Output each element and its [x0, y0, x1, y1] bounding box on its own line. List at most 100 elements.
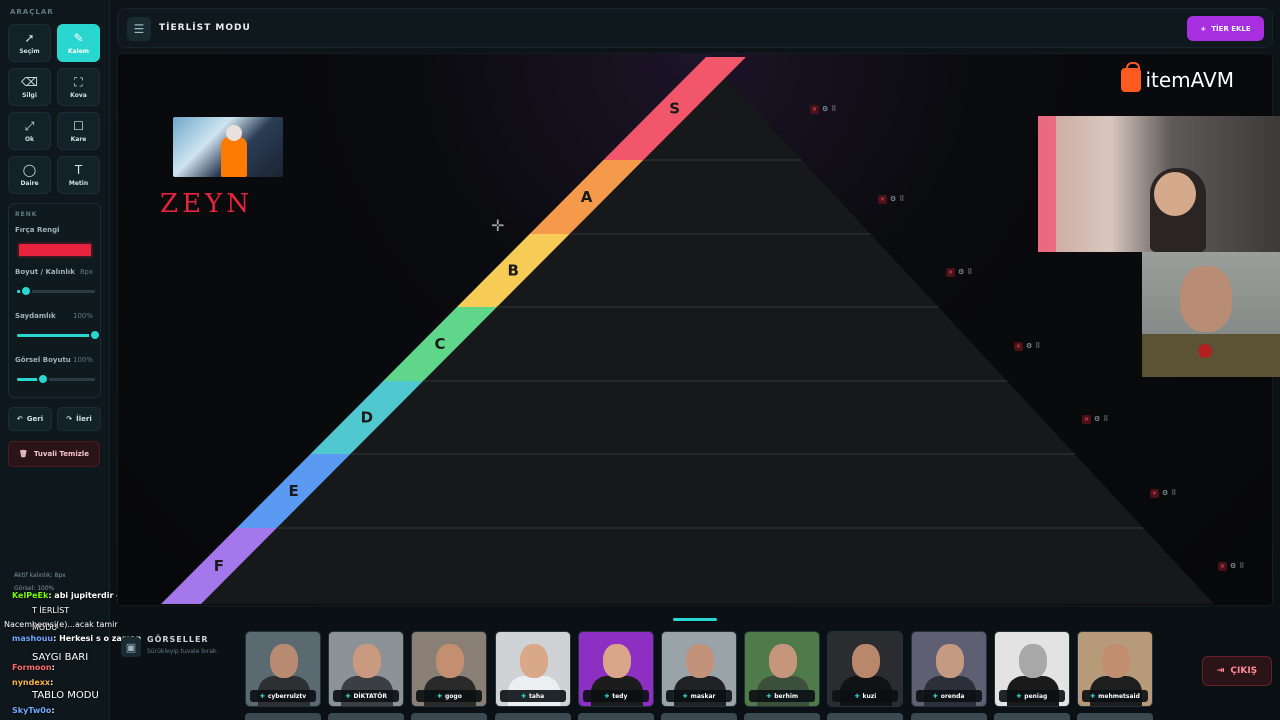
brush-settings-panel: RENK Fırça Rengi Boyut / Kalınlık 8px Sa… — [8, 203, 101, 398]
gallery-drag-handle[interactable] — [673, 618, 717, 621]
card-name: berhim — [774, 692, 799, 700]
gallery-card-next-row — [993, 713, 1070, 720]
tool-daire[interactable]: ◯ Daire — [8, 156, 51, 194]
tool-kova[interactable]: ⛶Kova — [57, 68, 100, 106]
card-figure-head — [686, 644, 714, 678]
tool-label: Daire — [20, 180, 39, 187]
tools-sidebar: ARAÇLAR ➚Seçim✎Kalem⌫Silgi⛶Kova⤢Ok☐Kare◯… — [0, 0, 110, 720]
gallery-card-di̇ktatör[interactable]: ✚DİKTATÖR — [328, 631, 405, 707]
opacity-slider-handle[interactable] — [89, 329, 101, 341]
tier-control-d: ×⚙⠿ — [1082, 414, 1108, 424]
remove-tier-icon[interactable]: × — [1014, 341, 1023, 351]
gallery-card-maskar[interactable]: ✚maskar — [661, 631, 737, 707]
card-label: ✚DİKTATÖR — [333, 690, 400, 702]
chat-message: T İERLİST — [2, 606, 69, 615]
remove-tier-icon[interactable]: × — [810, 104, 819, 114]
gallery-card-peniag[interactable]: ✚peniag — [993, 631, 1070, 707]
tool-ok[interactable]: ⤢Ok — [8, 112, 51, 150]
undo-button[interactable]: ↶ Geri — [8, 407, 52, 431]
tool-label: Kalem — [67, 48, 90, 55]
gallery-card-taha[interactable]: ✚taha — [494, 631, 571, 707]
active-thickness-info: Aktif kalınlık: 8px — [14, 572, 66, 579]
clear-canvas-button[interactable]: 🗑 Tuvali Temizle — [8, 441, 100, 467]
opacity-slider[interactable] — [17, 329, 101, 341]
card-label: ✚taha — [499, 690, 566, 702]
brush-color-swatch[interactable] — [17, 242, 93, 258]
circle-icon: ◯ — [22, 163, 37, 177]
settings-gear-icon[interactable]: ⚙ — [890, 195, 897, 203]
card-label: ✚peniag — [998, 690, 1065, 702]
chat-message: nyndexx: — [2, 678, 53, 687]
card-label: ✚cyberrulztv — [250, 690, 316, 702]
image-size-slider[interactable] — [17, 373, 95, 385]
list-icon[interactable]: ☰ — [127, 17, 151, 41]
gallery-card-berhim[interactable]: ✚berhim — [744, 631, 821, 707]
card-figure-head — [353, 644, 382, 678]
image-size-slider-handle[interactable] — [36, 373, 49, 385]
add-plus-icon: ✚ — [1016, 692, 1022, 700]
settings-gear-icon[interactable]: ⚙ — [1162, 489, 1169, 497]
brand-logo: itemAVM — [1121, 62, 1234, 92]
add-plus-icon: ✚ — [345, 692, 351, 700]
size-slider[interactable] — [17, 285, 95, 297]
remove-tier-icon[interactable]: × — [1150, 488, 1159, 498]
tool-seçim[interactable]: ➚Seçim — [8, 24, 51, 62]
gallery-card-mehmetsaid[interactable]: ✚mehmetsaid — [1077, 631, 1153, 707]
gallery-card-next-row — [1077, 713, 1153, 720]
settings-gear-icon[interactable]: ⚙ — [1230, 562, 1237, 570]
chat-message: MODU — [2, 623, 57, 632]
size-slider-handle[interactable] — [20, 285, 33, 297]
tier-stripe-e — [236, 454, 351, 528]
settings-gear-icon[interactable]: ⚙ — [958, 268, 965, 276]
image-gallery: ▣ GÖRSELLER Sürükleyip tuvale bırak. ✚cy… — [117, 615, 1280, 720]
remove-tier-icon[interactable]: × — [878, 194, 887, 204]
gallery-card-tedy[interactable]: ✚tedy — [577, 631, 654, 707]
tool-kare[interactable]: ☐Kare — [57, 112, 100, 150]
redo-label: İleri — [76, 415, 92, 423]
webcam-led-glow — [1038, 116, 1056, 252]
tool-silgi[interactable]: ⌫Silgi — [8, 68, 51, 106]
stream-thumbnail-image[interactable] — [173, 117, 283, 177]
drag-handle-icon[interactable]: ⠿ — [1035, 342, 1041, 350]
gallery-subtitle: Sürükleyip tuvale bırak. — [147, 648, 219, 655]
tier-label-d: D — [361, 409, 373, 427]
drag-handle-icon[interactable]: ⠿ — [899, 195, 905, 203]
gallery-card-cyberrulztv[interactable]: ✚cyberrulztv — [245, 631, 321, 707]
gallery-card-kuzi[interactable]: ✚kuzi — [827, 631, 904, 707]
exit-button[interactable]: ⇥ ÇIKIŞ — [1202, 656, 1272, 686]
card-name: mehmetsaid — [1098, 692, 1140, 700]
remove-tier-icon[interactable]: × — [1082, 414, 1091, 424]
gallery-card-next-row — [910, 713, 987, 720]
settings-gear-icon[interactable]: ⚙ — [1026, 342, 1033, 350]
tool-kalem[interactable]: ✎Kalem — [57, 24, 100, 62]
drag-handle-icon[interactable]: ⠿ — [967, 268, 973, 276]
card-label: ✚orenda — [915, 690, 982, 702]
gallery-card-next-row — [661, 713, 737, 720]
add-tier-button[interactable]: + TİER EKLE — [1187, 16, 1264, 41]
drag-handle-icon[interactable]: ⠿ — [1239, 562, 1245, 570]
drag-handle-icon[interactable]: ⠿ — [1171, 489, 1177, 497]
gallery-card-next-row — [411, 713, 488, 720]
thumbnail-head — [226, 125, 242, 141]
chat-text: TABLO MODU — [32, 690, 99, 701]
gallery-card-gogo[interactable]: ✚gogo — [411, 631, 488, 707]
tier-stripe-s — [603, 57, 746, 160]
card-name: cyberrulztv — [267, 692, 307, 700]
settings-gear-icon[interactable]: ⚙ — [1094, 415, 1101, 423]
color-section-title: RENK — [15, 211, 38, 218]
card-figure-head — [769, 644, 798, 678]
tier-stripe-b — [456, 234, 570, 307]
gallery-card-orenda[interactable]: ✚orenda — [910, 631, 987, 707]
tier-stripe-a — [529, 160, 644, 234]
drag-handle-icon[interactable]: ⠿ — [831, 105, 837, 113]
remove-tier-icon[interactable]: × — [946, 267, 955, 277]
chat-message: SkyTw0o: — [2, 706, 55, 715]
remove-tier-icon[interactable]: × — [1218, 561, 1227, 571]
chat-text: : Herkesi s o zaman — [53, 634, 142, 643]
settings-gear-icon[interactable]: ⚙ — [822, 105, 829, 113]
chat-message: Nacemhemsi(e)...acak tamir — [2, 620, 118, 629]
drag-handle-icon[interactable]: ⠿ — [1103, 415, 1109, 423]
redo-button[interactable]: ↷ İleri — [57, 407, 101, 431]
